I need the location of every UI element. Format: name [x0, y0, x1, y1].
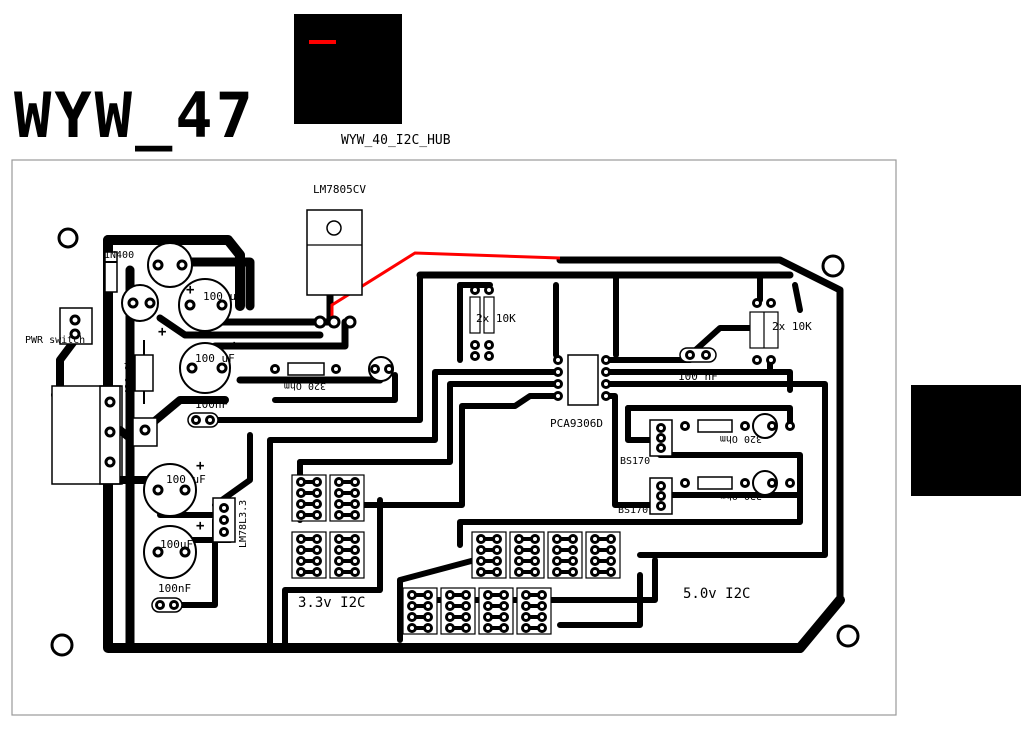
trace: [625, 405, 658, 443]
board-title: WYW_47: [14, 79, 256, 152]
pin-header: [585, 531, 621, 579]
pin-header: [291, 474, 327, 522]
ceramic-cap-b: 100nF: [151, 582, 191, 613]
trace: [625, 405, 793, 428]
power-switch: PWR switch: [25, 307, 93, 346]
trace: [297, 381, 559, 465]
pin-header: [471, 531, 507, 579]
trace: [557, 572, 643, 628]
svg-text:+: +: [196, 518, 204, 534]
i2c-header-grids: [291, 474, 621, 635]
bus-label-3v3: 3.3v I2C: [298, 595, 365, 611]
mosfet-2: BS170 320 Ohm: [618, 470, 795, 516]
pullup-resistors-a: 2x 10K: [469, 285, 516, 361]
trace: [56, 336, 79, 392]
regulator-3v3: LM78L3.3: [212, 497, 249, 548]
regulator-5v-pads: [313, 315, 357, 329]
cap: [143, 525, 197, 579]
trace: [267, 369, 559, 651]
svg-text:2x 10K: 2x 10K: [772, 320, 812, 333]
cap: [178, 278, 232, 332]
cap-label: 100 uF: [195, 352, 235, 365]
pin-header: [329, 531, 365, 579]
svg-text:100nF: 100nF: [158, 582, 191, 595]
trace: [272, 372, 398, 403]
svg-text:2x 10K: 2x 10K: [476, 312, 516, 325]
resistor-420: 420 Ohm: [124, 340, 154, 404]
mounting-hole: [836, 624, 860, 648]
trace: [212, 432, 253, 508]
cap: [121, 284, 159, 322]
svg-text:320 Ohm: 320 Ohm: [720, 490, 762, 501]
cap: [143, 463, 197, 517]
small-connector: [132, 417, 158, 447]
pin-header: [478, 587, 514, 635]
bus-label-5v: 5.0v I2C: [683, 586, 750, 602]
trace: [337, 393, 559, 508]
pullup-resistors-b: 2x 10K: [749, 298, 812, 365]
pin-header: [329, 474, 365, 522]
svg-text:+: +: [230, 338, 238, 354]
electrolytic-caps: [121, 242, 232, 579]
ceramic-cap-a: 100nF: [187, 398, 228, 428]
mounting-hole: [821, 254, 845, 278]
trace: [687, 325, 758, 358]
cap-label: 100 uF: [203, 290, 243, 303]
pin-header: [440, 587, 476, 635]
pin-header: [291, 531, 327, 579]
pca9306-chip: PCA9306D: [550, 354, 611, 430]
trace: [211, 318, 349, 350]
mounting-hole: [50, 633, 74, 657]
preview-thumbnail: [294, 14, 402, 124]
trace: [103, 235, 245, 311]
cap-label: 100 uF: [166, 473, 206, 486]
mounting-hole: [57, 227, 79, 249]
cap: [147, 242, 193, 288]
pin-header: [516, 587, 552, 635]
cap: [179, 342, 231, 394]
svg-text:BS170: BS170: [620, 456, 650, 467]
svg-text:320 Ohm: 320 Ohm: [720, 433, 762, 444]
svg-text:+: +: [196, 458, 204, 474]
preview-caption: WYW_40_I2C_HUB: [341, 133, 451, 148]
board-outline: [11, 159, 897, 716]
svg-text:100 nF: 100 nF: [678, 370, 718, 383]
svg-text:PWR switch: PWR switch: [25, 335, 85, 346]
regulator-5v-label: LM7805CV: [313, 183, 366, 196]
cap-pads: [127, 259, 228, 558]
power-jack: [51, 385, 123, 485]
mosfet-1: BS170 320 Ohm: [620, 413, 795, 467]
svg-text:320 Ohm: 320 Ohm: [284, 380, 326, 391]
trace: [602, 381, 828, 558]
side-block: [911, 385, 1021, 496]
svg-text:PCA9306D: PCA9306D: [550, 417, 603, 430]
polarity-marks: + + + + +: [158, 282, 238, 534]
trace: [792, 282, 803, 313]
trace: [457, 452, 803, 548]
svg-text:BS170: BS170: [618, 505, 648, 516]
svg-text:100nF: 100nF: [195, 398, 228, 411]
svg-text:420 Ohm: 420 Ohm: [124, 353, 135, 395]
pin-header: [402, 587, 438, 635]
resistor-320-a: 320 Ohm: [270, 356, 394, 391]
trace: [556, 256, 844, 604]
trace: [282, 497, 383, 651]
svg-text:+: +: [158, 324, 166, 340]
svg-text:LM78L3.3: LM78L3.3: [238, 500, 249, 548]
regulator-5v: LM7805CV: [306, 183, 366, 296]
trace: [197, 272, 423, 423]
pin-header: [509, 531, 545, 579]
svg-text:+: +: [186, 282, 194, 298]
trace: [156, 314, 324, 339]
mounting-holes: [50, 227, 860, 657]
diode-label: 1N400: [104, 250, 134, 261]
diode: 1N400: [104, 250, 134, 293]
ceramic-cap-c: 100 nF: [678, 347, 718, 383]
jumper-wire: [330, 251, 561, 320]
pin-header: [547, 531, 583, 579]
